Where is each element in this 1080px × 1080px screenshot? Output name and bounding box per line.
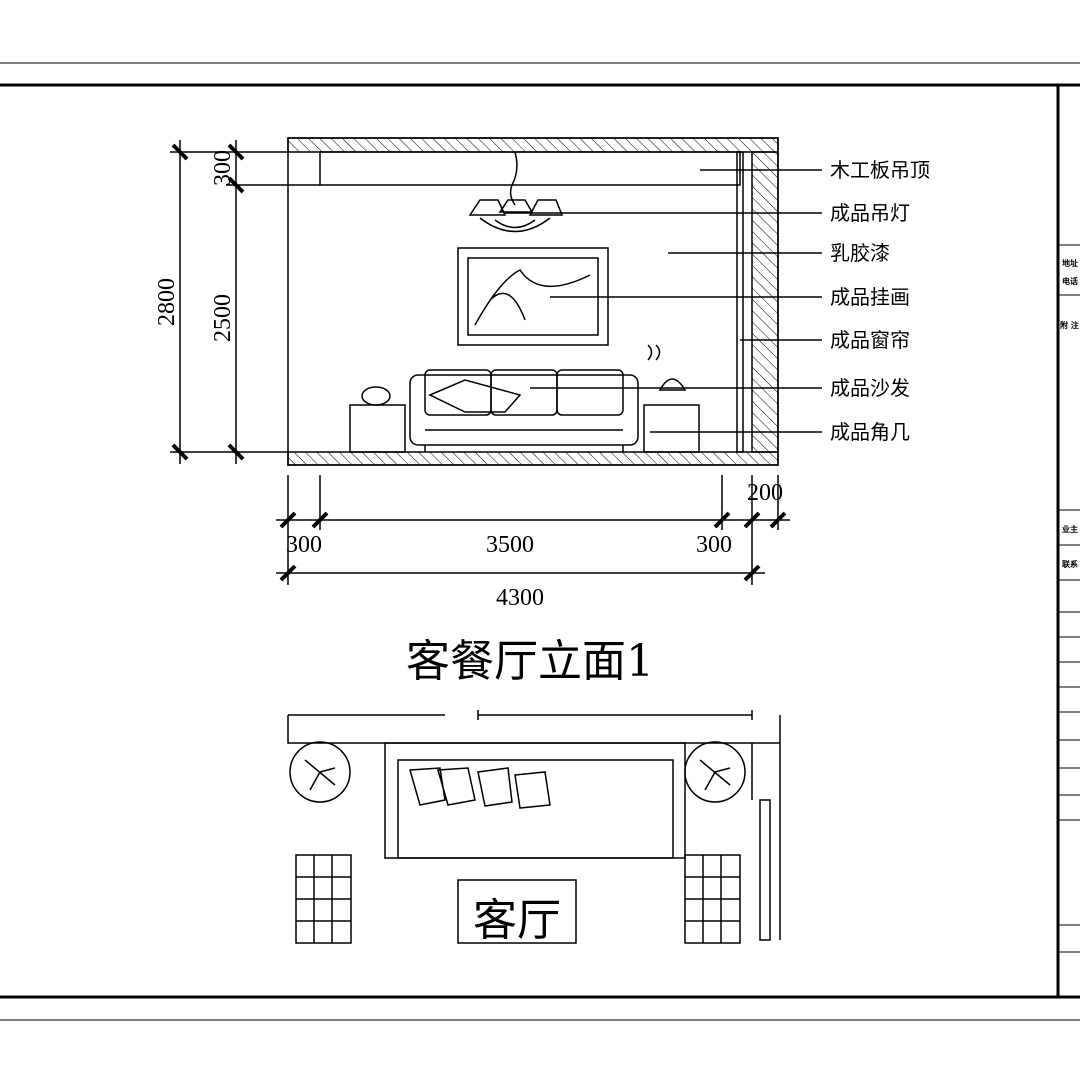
plan-sign-box — [457, 879, 577, 944]
horizontal-dimensions — [276, 475, 790, 585]
drawing-title: 客餐厅立面1 — [406, 636, 654, 687]
callout-chandelier: 成品吊灯 — [830, 201, 910, 225]
dim-300-left: 300 — [286, 532, 322, 558]
callout-sofa: 成品沙发 — [830, 376, 910, 400]
side-table-left — [349, 404, 406, 453]
plan-grid-left — [295, 854, 352, 944]
sofa — [409, 369, 639, 452]
callout-leaders — [505, 169, 822, 433]
plan-grid-right — [684, 854, 741, 944]
dim-200: 200 — [747, 480, 783, 506]
curtain — [736, 151, 744, 453]
sheet-frame — [0, 62, 1080, 1021]
elevation — [170, 137, 822, 585]
callout-paint: 乳胶漆 — [830, 241, 890, 265]
tb-phone: 电话 — [1062, 276, 1078, 286]
dim-4300: 4300 — [496, 585, 544, 611]
callout-painting: 成品挂画 — [830, 285, 910, 309]
chandelier — [468, 151, 564, 233]
dim-300-ceiling: 300 — [210, 150, 236, 186]
side-table-right — [643, 404, 700, 453]
dim-3500: 3500 — [486, 532, 534, 558]
dim-2800: 2800 — [154, 278, 180, 326]
plan-side-table-right — [684, 741, 746, 803]
callout-side-table: 成品角几 — [830, 420, 910, 444]
title-block — [1058, 244, 1080, 953]
plan-side-table-left — [289, 741, 351, 803]
callout-curtain: 成品窗帘 — [830, 328, 910, 352]
dim-2500: 2500 — [210, 294, 236, 342]
tb-contact: 联系 — [1062, 559, 1078, 569]
callout-ceiling: 木工板吊顶 — [830, 158, 930, 182]
tb-notes: 附 注 — [1060, 320, 1079, 330]
tb-owner: 业主 — [1062, 524, 1078, 534]
ceiling-box — [319, 151, 741, 186]
tb-address: 地址 — [1062, 258, 1078, 268]
floor-plan — [287, 710, 781, 944]
plan-sign: 客厅 — [473, 895, 561, 946]
vertical-dimensions — [170, 140, 288, 464]
dim-300-right: 300 — [696, 532, 732, 558]
